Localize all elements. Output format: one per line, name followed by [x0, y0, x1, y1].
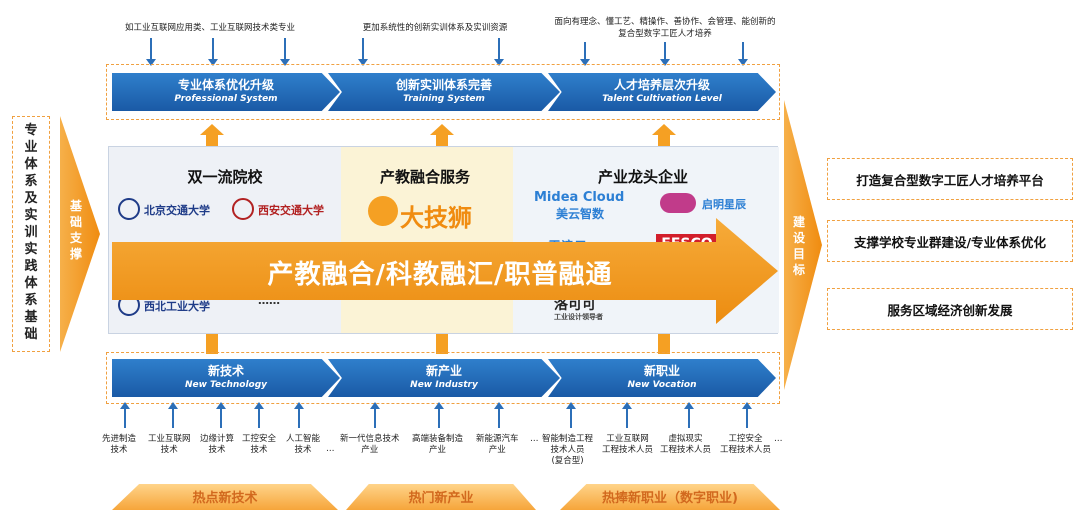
left-foundation-panel [12, 116, 50, 352]
footer-hot-technology: 热点新技术 [112, 484, 338, 510]
banner-arrow-icon [112, 218, 778, 324]
logo-meiyun: 美云智数 [556, 207, 605, 221]
column-title-colleges: 双一流院校 [187, 168, 263, 186]
arrow-up-icon [216, 402, 226, 428]
arrow-down-icon [660, 42, 670, 66]
label-industrial-internet-engineer: 工业互联网 工程技术人员 [602, 434, 654, 455]
logo-bjtu: 北京交通大学 [144, 204, 210, 217]
goal-box-platform: 打造复合型数字工匠人才培养平台 [827, 158, 1073, 200]
arrow-down-icon [146, 38, 156, 66]
arrow-up-icon [254, 402, 264, 428]
column-title-enterprise: 产业龙头企业 [597, 168, 688, 186]
orange-connector-bar [658, 334, 670, 354]
logo-luokeke-slogan: 工业设计领导者 [554, 313, 603, 321]
chevron-subtitle: Professional System [174, 94, 278, 104]
left-foundation-text: 专业体系及实训实践体系基础 [24, 123, 38, 342]
arrow-up-icon [494, 402, 504, 428]
arrow-up-icon [370, 402, 380, 428]
label-ics-security-tech: 工控安全 技术 [242, 434, 277, 455]
orange-connector-bar [436, 334, 448, 354]
arrow-up-icon [434, 402, 444, 428]
logo-qiming: 启明星辰 [702, 198, 746, 211]
label-vocation-more: … [774, 434, 783, 444]
service-column-bg [341, 147, 513, 333]
arrow-up-icon [294, 402, 304, 428]
goal-arrow-text: 建设目标 [792, 215, 805, 277]
chevron-subtitle: New Industry [410, 380, 478, 390]
arrow-up-icon [168, 402, 178, 428]
column-title-service: 产教融合服务 [379, 168, 470, 186]
lion-mascot-icon [368, 196, 398, 226]
arrow-up-icon [566, 402, 576, 428]
label-industry-more: … [530, 434, 539, 444]
support-arrow-text: 基础支撑 [69, 199, 82, 261]
arrow-up-icon [120, 402, 130, 428]
label-ai-tech: 人工智能 技术 [286, 434, 321, 455]
arrow-up-icon [684, 402, 694, 428]
orange-connector-bar [206, 334, 218, 354]
banner-text: 产教融合/科教融汇/职普融通 [267, 260, 613, 290]
chevron-title: 新产业 [425, 364, 462, 378]
label-new-energy-vehicle: 新能源汽车 产业 [476, 434, 519, 455]
top-note-talent-line2: 复合型数字工匠人才培养 [618, 29, 712, 39]
label-high-end-equipment: 高端装备制造 产业 [412, 434, 464, 455]
college-column-bg [109, 147, 341, 333]
chevron-new-industry: 新产业 New Industry [328, 359, 560, 397]
label-smart-manufacturing-engineer: 智能制造工程 技术人员 (复合型) [542, 434, 594, 466]
label-industrial-internet-tech: 工业互联网 技术 [148, 434, 191, 455]
top-note-professional: 如工业互联网应用类、工业互联网技术类专业 [124, 23, 295, 33]
chevron-title: 创新实训体系完善 [395, 78, 492, 92]
arrow-down-icon [580, 42, 590, 66]
venus-logo-icon [660, 193, 696, 213]
top-note-training: 更加系统性的创新实训体系及实训资源 [362, 23, 508, 33]
arrow-up-icon [742, 402, 752, 428]
footer-hot-industry: 热门新产业 [346, 484, 536, 510]
label-new-it-industry: 新一代信息技术 产业 [340, 434, 400, 455]
chevron-new-vocation: 新职业 New Vocation [548, 359, 776, 397]
footer-hot-vocation: 热捧新职业（数字职业) [560, 484, 780, 510]
goal-arrow-icon [784, 100, 822, 390]
goal-box-region: 服务区域经济创新发展 [827, 288, 1073, 330]
chevron-title: 人才培养层次升级 [613, 78, 710, 92]
chevron-talent-cultivation: 人才培养层次升级 Talent Cultivation Level [548, 73, 776, 111]
xjtu-seal-icon [232, 198, 254, 220]
chevron-subtitle: New Technology [184, 380, 268, 390]
chevron-title: 新职业 [643, 364, 680, 378]
label-tech-more: … [326, 444, 335, 454]
arrow-down-icon [738, 42, 748, 66]
chevron-training-system: 创新实训体系完善 Training System [328, 73, 560, 111]
bjtu-seal-icon [118, 198, 140, 220]
arrow-up-icon [622, 402, 632, 428]
logo-dajishi: 大技狮 [400, 204, 472, 232]
logo-luokeke: 洛可可 [554, 297, 596, 313]
logo-nwpu: 西北工业大学 [144, 300, 210, 313]
label-ics-security-engineer: 工控安全 工程技术人员 [720, 434, 772, 455]
logo-midea-cloud: Midea Cloud [534, 190, 625, 205]
support-arrow-icon [60, 116, 100, 352]
logo-xjtu: 西安交通大学 [258, 204, 324, 217]
chevron-subtitle: Training System [403, 94, 485, 104]
top-chevron-frame [106, 64, 780, 120]
chevron-professional-system: 专业体系优化升级 Professional System [112, 73, 340, 111]
arrow-down-icon [358, 38, 368, 66]
chevron-title: 新技术 [207, 364, 244, 378]
chevron-subtitle: New Vocation [627, 380, 697, 390]
arrow-down-icon [280, 38, 290, 66]
chevron-subtitle: Talent Cultivation Level [602, 94, 722, 104]
goal-box-support: 支撑学校专业群建设/专业体系优化 [827, 220, 1073, 262]
arrow-down-icon [208, 38, 218, 66]
chevron-title: 专业体系优化升级 [177, 78, 274, 92]
chevron-new-technology: 新技术 New Technology [112, 359, 340, 397]
arrow-down-icon [494, 38, 504, 66]
label-edge-computing: 边缘计算 技术 [200, 434, 235, 455]
top-note-talent-line1: 面向有理念、懂工艺、精操作、善协作、会管理、能创新的 [554, 17, 776, 27]
label-advanced-manufacturing: 先进制造 技术 [102, 434, 137, 455]
label-vr-engineer: 虚拟现实 工程技术人员 [660, 434, 712, 455]
